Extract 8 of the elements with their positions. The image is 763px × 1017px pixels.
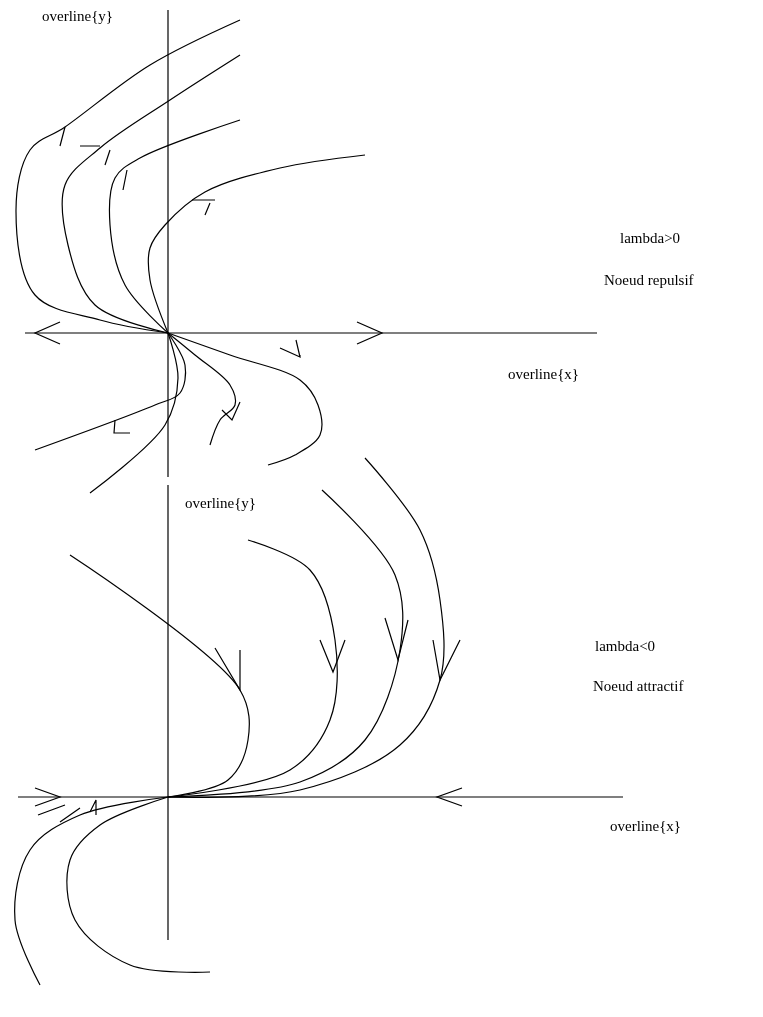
axis-label: overline{y}	[185, 495, 257, 512]
axis-label: Noeud repulsif	[604, 272, 694, 289]
axis-label: lambda>0	[620, 230, 681, 247]
axis-label: overline{x}	[610, 818, 682, 835]
axis-label: lambda<0	[595, 638, 656, 655]
axis-label: overline{y}	[42, 8, 114, 25]
axis-label: overline{x}	[508, 366, 580, 383]
axis-label: Noeud attractif	[593, 678, 684, 695]
